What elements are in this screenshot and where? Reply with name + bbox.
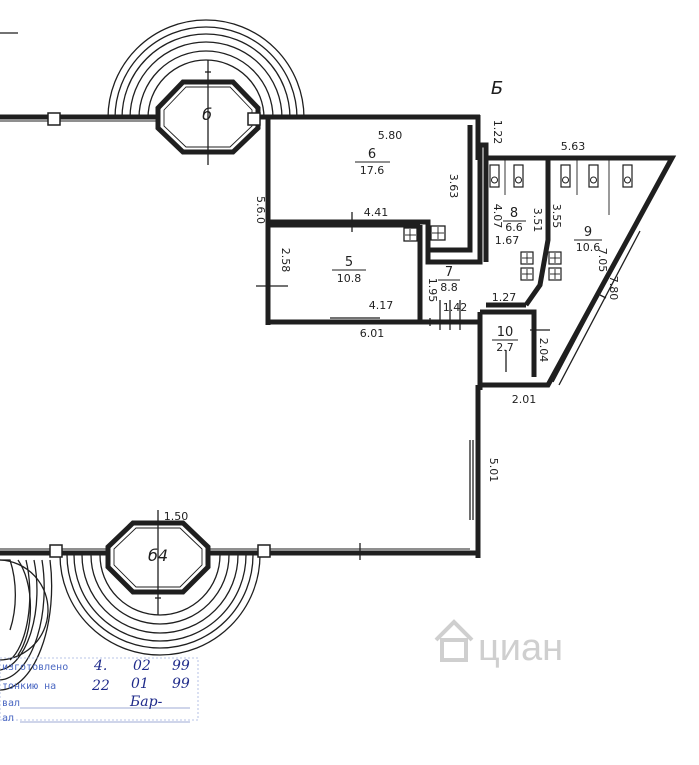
dimension-label: 3.63 <box>447 174 460 199</box>
sink-icon <box>520 267 534 281</box>
stamp-date-2-year: 99 <box>172 676 190 692</box>
room-9-area: 10.6 <box>576 241 601 254</box>
dimension-label: 5.63 <box>561 140 586 153</box>
bay-top-label: б <box>202 105 212 124</box>
bay-bottom-label: б4 <box>148 546 168 565</box>
toilet-icon <box>489 164 500 188</box>
dimension-label: 4.17 <box>369 299 394 312</box>
room-7-number: 7 <box>445 265 453 280</box>
stamp-line-1: изготовлено <box>2 662 68 673</box>
bay-bottom-left <box>0 559 53 691</box>
stamp-line-4: ал <box>2 713 14 724</box>
room-6-number: 6 <box>368 147 376 162</box>
dimension-label: 1.27 <box>492 291 517 304</box>
dimension-label: 3.51 <box>531 208 544 233</box>
stamp-date-1-month: 02 <box>133 658 151 674</box>
dimension-label: 2.04 <box>537 338 550 363</box>
bay-bottom <box>59 510 261 656</box>
dimension-labels: 5.80 3.63 5.6.0 4.41 2.58 4.17 6.01 1.22… <box>164 120 620 523</box>
outer-walls <box>0 112 481 560</box>
room-9-number: 9 <box>584 225 592 240</box>
room-5-area: 10.8 <box>337 272 362 285</box>
room-8-number: 8 <box>510 206 518 221</box>
service-walls <box>420 142 677 390</box>
stamp-signature: Бар- <box>129 694 163 710</box>
sink-icon <box>548 251 562 265</box>
house-logo-icon <box>434 619 474 662</box>
dimension-label: 4.41 <box>364 206 389 219</box>
dimension-label: 3.55 <box>550 204 563 229</box>
room-6-area: 17.6 <box>360 164 385 177</box>
dimension-label: 1.67 <box>495 234 520 247</box>
watermark-text: циан <box>478 627 563 669</box>
registry-stamp: изготовлено тонкию на вал ал 4. 02 99 22… <box>0 657 199 724</box>
toilet-icon <box>622 164 633 188</box>
dimension-label: 1.42 <box>443 301 468 314</box>
room-10-area: 2.7 <box>496 341 514 354</box>
dimension-label: 5.6.0 <box>254 196 267 224</box>
toilet-fixtures <box>489 158 633 281</box>
sink-icon <box>548 267 562 281</box>
room-6-walls <box>265 117 473 325</box>
room-7-area: 8.8 <box>440 281 458 294</box>
stamp-date-1-day: 4. <box>93 658 107 674</box>
stamp-line-2: тонкию на <box>2 681 56 692</box>
dimension-label: 1.22 <box>491 120 504 145</box>
dimension-label: 5.80 <box>378 129 403 142</box>
room-8-area: 6.6 <box>505 221 523 234</box>
dimension-label: 7.80 <box>607 276 620 301</box>
dimension-label: 2.58 <box>279 248 292 273</box>
dimension-label: 5.01 <box>487 458 500 483</box>
dimension-label: 6.01 <box>360 327 385 340</box>
room-5-number: 5 <box>345 255 353 270</box>
dimension-label: 1.50 <box>164 510 189 523</box>
dimension-label: 2.01 <box>512 393 537 406</box>
dimension-label: 4.07 <box>491 204 504 229</box>
bay-top <box>107 19 305 165</box>
toilet-icon <box>560 164 571 188</box>
watermark: циан <box>434 619 563 669</box>
toilet-icon <box>513 164 524 188</box>
dimension-label: 7.05 <box>596 248 609 273</box>
stamp-date-1-year: 99 <box>172 658 190 674</box>
stamp-line-3: вал <box>2 698 20 709</box>
stamp-date-2-day: 22 <box>91 678 110 694</box>
toilet-icon <box>588 164 599 188</box>
section-mark: Б <box>491 78 503 99</box>
sink-icon <box>520 251 534 265</box>
dimension-label: 1.95 <box>426 278 439 303</box>
room-10-number: 10 <box>497 325 514 340</box>
stamp-date-2-month: 01 <box>131 676 149 692</box>
